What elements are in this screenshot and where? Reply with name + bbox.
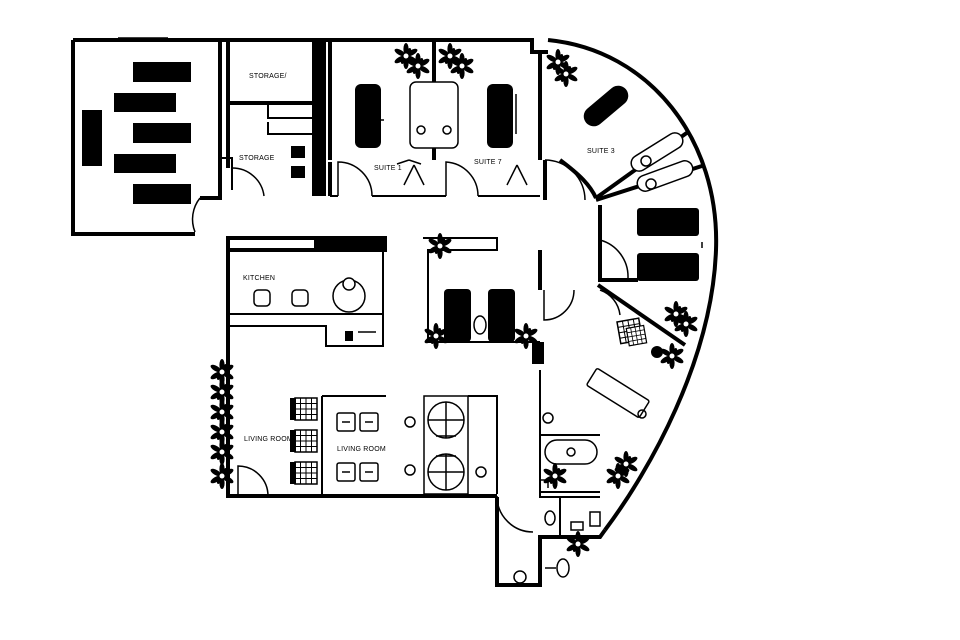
doors (191, 159, 629, 533)
room-label-suite-3: SUITE 3 (587, 148, 615, 155)
treatment-room-furniture (586, 317, 663, 419)
suite-3-furniture (583, 85, 703, 281)
kitchen-furniture (253, 277, 376, 341)
outer-walls (71, 38, 719, 587)
middle-suite-furniture (444, 289, 515, 342)
bathroom-fixtures (513, 412, 601, 584)
living-room-right-furniture (336, 395, 487, 495)
suite-7-furniture (403, 84, 528, 186)
left-wing-desks (82, 62, 191, 204)
room-label-suite-7: SUITE 7 (474, 159, 502, 166)
suite-1-furniture (355, 81, 459, 165)
interior-walls (220, 40, 706, 537)
living-room-left-furniture (290, 397, 318, 485)
room-label-kitchen: KITCHEN (243, 275, 275, 282)
room-label-storage-upper: STORAGE/ (249, 73, 287, 80)
room-label-living-room-right: LIVING ROOM (337, 446, 386, 453)
room-label-living-room-left: LIVING ROOM (244, 436, 293, 443)
room-label-storage-lower: STORAGE (239, 155, 275, 162)
room-label-suite-1: SUITE 1 (374, 165, 402, 172)
